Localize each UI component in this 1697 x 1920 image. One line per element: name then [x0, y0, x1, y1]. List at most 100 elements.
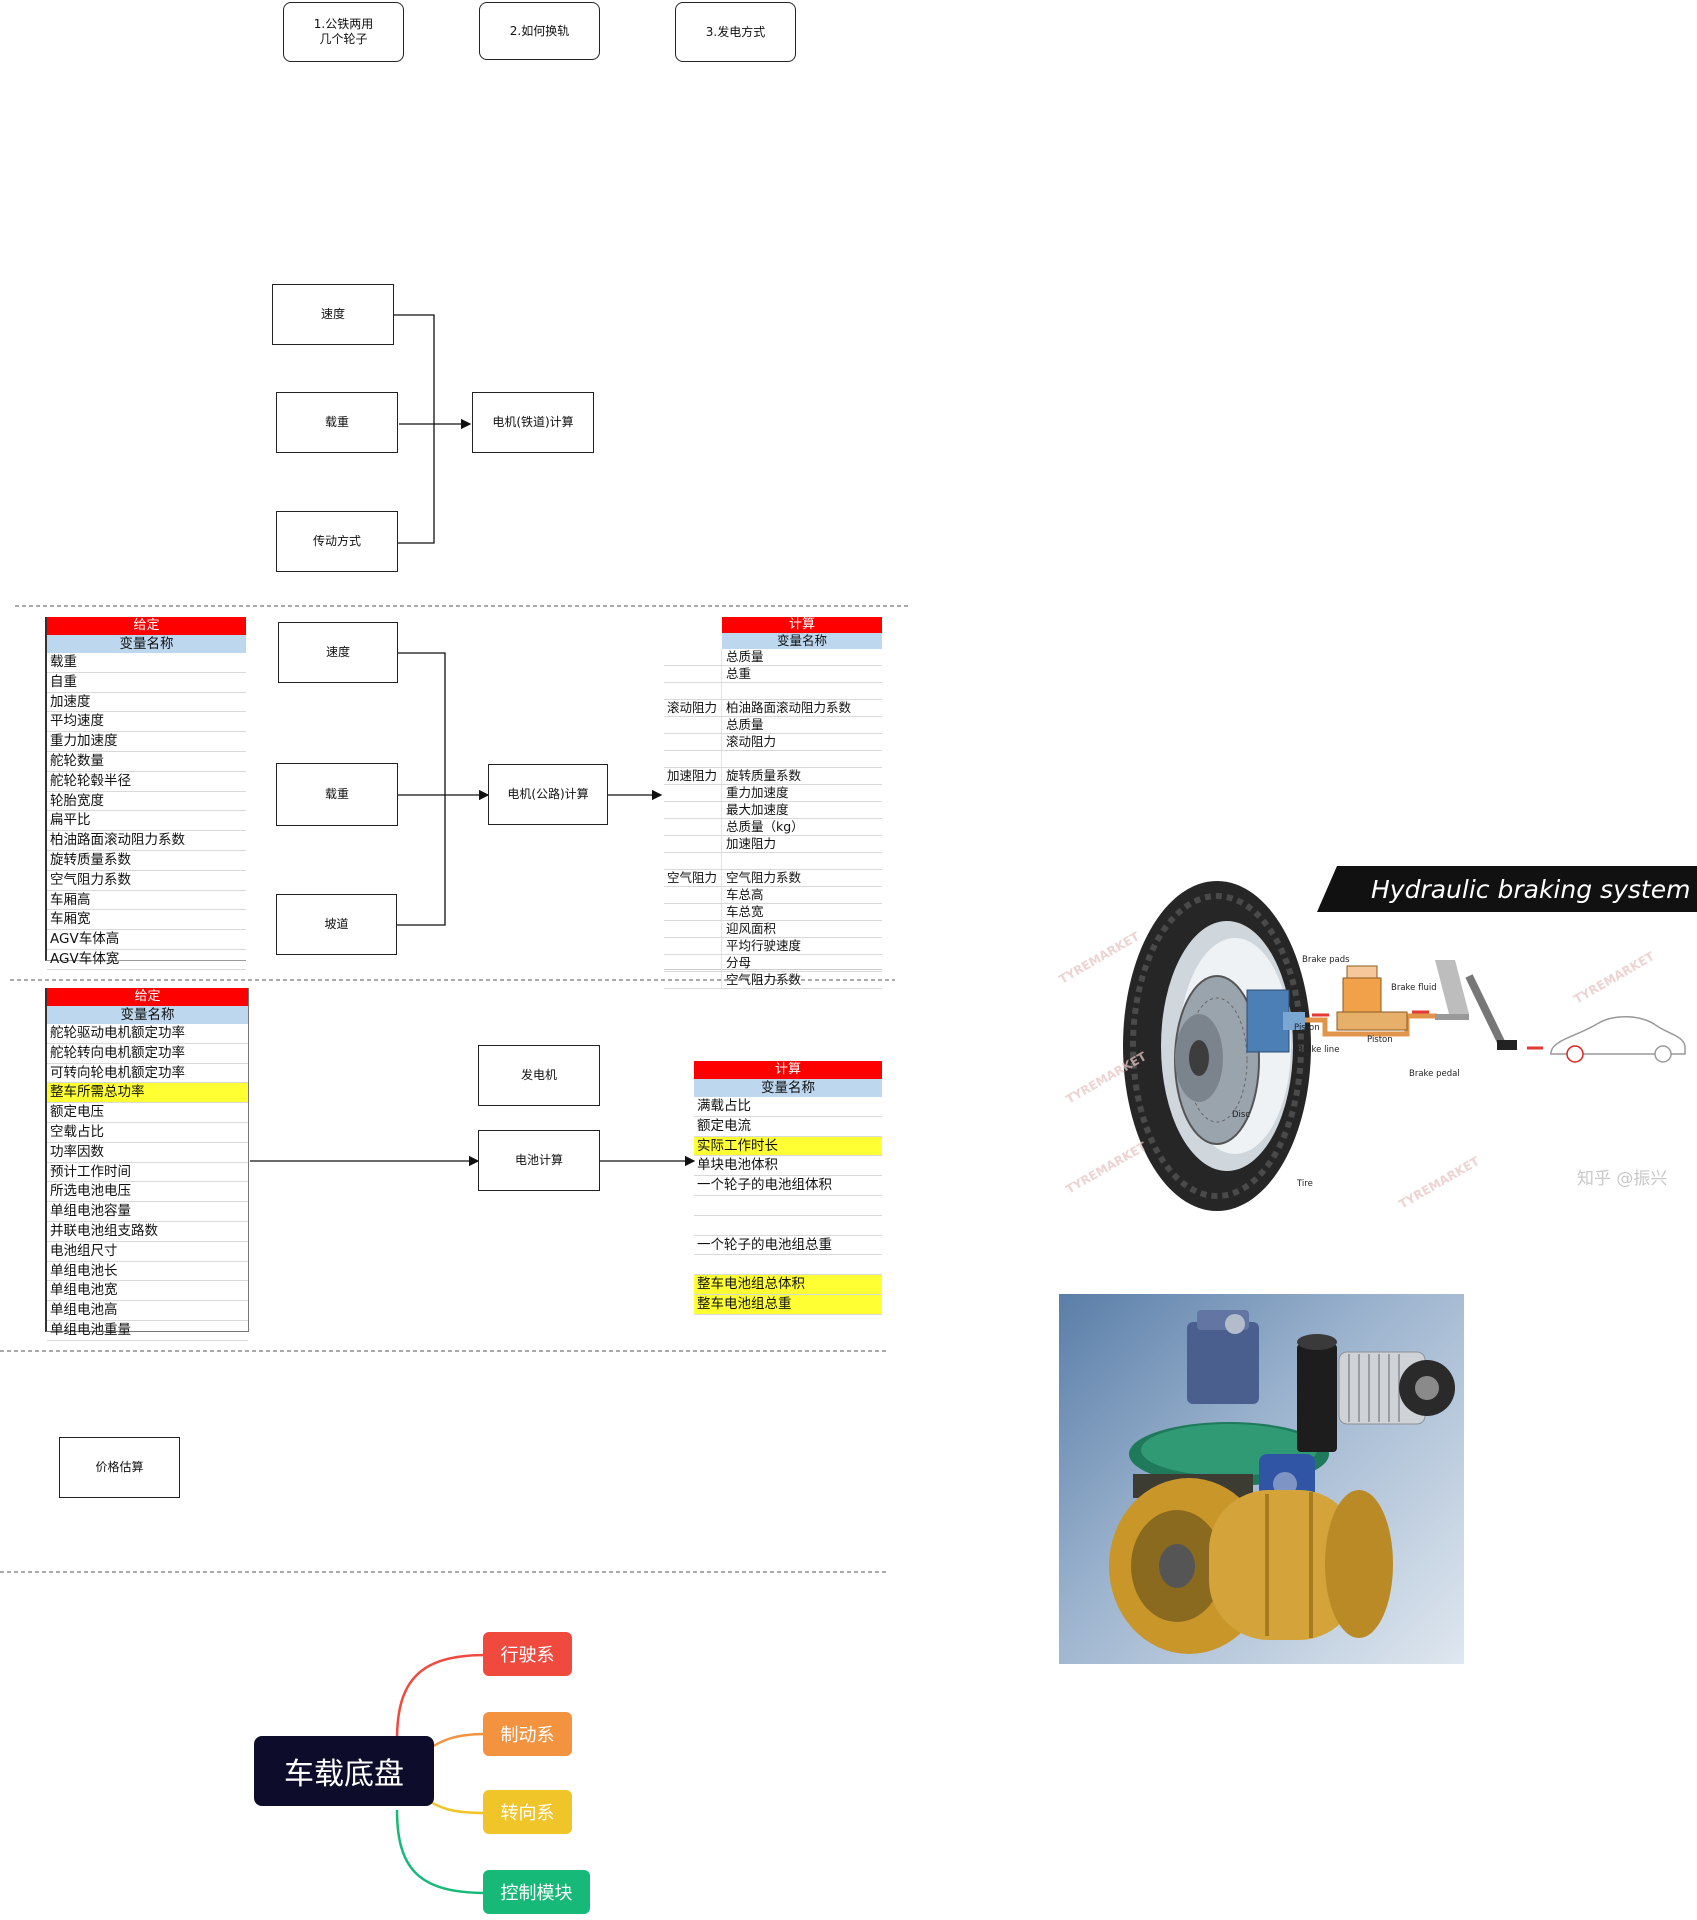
table-subheader: 变量名称	[47, 635, 246, 653]
table-row: 总质量	[664, 717, 882, 734]
table-subheader: 变量名称	[722, 633, 882, 649]
group-cell	[664, 887, 722, 903]
table-row: 分母	[664, 955, 882, 972]
group-cell	[664, 649, 722, 665]
name-cell: 滚动阻力	[726, 734, 777, 749]
table-row: 载重	[47, 653, 246, 673]
table-row: 所选电池电压	[47, 1182, 248, 1203]
brake-title: Hydraulic braking system	[1371, 875, 1690, 904]
table-row: 最大加速度	[664, 802, 882, 819]
table-header: 计算	[722, 617, 882, 633]
question-box-wheels[interactable]: 1.公铁两用 几个轮子	[283, 2, 404, 62]
rail-input-speed[interactable]: 速度	[272, 284, 394, 345]
mindmap-node-braking[interactable]: 制动系	[483, 1712, 572, 1756]
road-motor-calc[interactable]: 电机(公路)计算	[488, 764, 608, 825]
table-row: 空气阻力系数	[47, 871, 246, 891]
name-cell: 车总高	[726, 887, 764, 902]
name-cell: 重力加速度	[726, 785, 789, 800]
table-row: 平均行驶速度	[664, 938, 882, 955]
table-row: 满载占比	[694, 1097, 882, 1117]
name-cell: 分母	[726, 955, 752, 970]
table-row: 一个轮子的电池组总重	[694, 1236, 882, 1256]
group-cell	[664, 802, 722, 818]
group-cell	[664, 853, 722, 869]
price-estimate-box[interactable]: 价格估算	[59, 1437, 180, 1498]
table-row: 并联电池组支路数	[47, 1222, 248, 1242]
hydraulic-brake-image: Hydraulic braking system Brak	[1057, 864, 1697, 1215]
table-row: 扁平比	[47, 811, 246, 832]
table-row: 空气阻力系数	[664, 972, 882, 989]
table-row: 舵轮轮毂半径	[47, 772, 246, 792]
table-row: 平均速度	[47, 712, 246, 733]
table-row	[694, 1196, 882, 1216]
mindmap-node-steering[interactable]: 转向系	[483, 1790, 572, 1834]
table-row: 整车所需总功率	[47, 1083, 248, 1104]
table-row: 舵轮转向电机额定功率	[47, 1044, 248, 1064]
battery-calc-box[interactable]: 电池计算	[478, 1130, 600, 1191]
mindmap-node-driving[interactable]: 行驶系	[483, 1632, 572, 1676]
table-row: 总质量（kg）	[664, 819, 882, 836]
table-row	[694, 1255, 882, 1276]
table-row: 单块电池体积	[694, 1156, 882, 1177]
table-row: 舵轮数量	[47, 752, 246, 772]
table-row: 旋转质量系数	[47, 851, 246, 871]
rail-motor-calc[interactable]: 电机(铁道)计算	[472, 392, 594, 453]
table-row: 预计工作时间	[47, 1163, 248, 1183]
table-row: 总重	[664, 666, 882, 683]
name-cell: 柏油路面滚动阻力系数	[726, 700, 852, 715]
label-disc: Disc	[1232, 1110, 1250, 1120]
name-cell: 最大加速度	[726, 802, 789, 817]
name-cell: 总重	[726, 666, 752, 681]
label-piston-1: Piston	[1294, 1023, 1320, 1033]
group-cell: 滚动阻力	[664, 700, 722, 716]
group-cell	[664, 717, 722, 733]
group-cell	[664, 938, 722, 954]
table-row: 额定电压	[47, 1103, 248, 1123]
group-cell	[664, 785, 722, 801]
name-cell	[722, 683, 726, 699]
label-tire: Tire	[1296, 1179, 1313, 1189]
rail-connectors	[394, 314, 472, 544]
table-row: 总质量	[664, 649, 882, 666]
label-brake-fluid: Brake fluid	[1391, 983, 1437, 993]
road-input-slope[interactable]: 坡道	[276, 894, 397, 955]
rail-input-load[interactable]: 载重	[276, 392, 398, 453]
question-box-power[interactable]: 3.发电方式	[675, 2, 796, 62]
table-row: 一个轮子的电池组体积	[694, 1176, 882, 1196]
table-row: 功率因数	[47, 1143, 248, 1163]
watermark: TYREMARKET	[1057, 929, 1143, 987]
table-row: 滚动阻力柏油路面滚动阻力系数	[664, 700, 882, 717]
table-subheader: 变量名称	[47, 1006, 248, 1024]
image-credit: 知乎 @振兴	[1577, 1169, 1667, 1189]
table-row: 迎风面积	[664, 921, 882, 938]
group-cell	[664, 921, 722, 937]
name-cell: 总质量	[726, 649, 764, 664]
table-row: 加速阻力	[664, 836, 882, 853]
road-input-speed[interactable]: 速度	[278, 622, 398, 683]
table-row: 可转向轮电机额定功率	[47, 1064, 248, 1084]
generator-box[interactable]: 发电机	[478, 1045, 600, 1106]
table-row: 柏油路面滚动阻力系数	[47, 831, 246, 851]
table-subheader: 变量名称	[694, 1079, 882, 1097]
table-row: 车总高	[664, 887, 882, 904]
table-header: 给定	[47, 988, 248, 1006]
table-row: 单组电池高	[47, 1301, 248, 1321]
table-row: 轮胎宽度	[47, 792, 246, 812]
mindmap-root[interactable]: 车载底盘	[254, 1736, 434, 1806]
table-row: 车厢高	[47, 891, 246, 911]
table-row: 额定电流	[694, 1117, 882, 1137]
rail-input-transmission[interactable]: 传动方式	[276, 511, 398, 572]
drive-wheel-image	[1059, 1294, 1464, 1664]
mindmap-node-control[interactable]: 控制模块	[483, 1870, 590, 1914]
question-box-rail-switch[interactable]: 2.如何换轨	[479, 2, 600, 60]
table-row: 整车电池组总体积	[694, 1275, 882, 1295]
name-cell	[722, 853, 726, 869]
name-cell: 总质量（kg）	[726, 819, 804, 834]
name-cell: 加速阻力	[726, 836, 777, 851]
label-piston-2: Piston	[1367, 1035, 1393, 1045]
table-row	[664, 751, 882, 768]
group-cell	[664, 972, 722, 988]
group-cell: 加速阻力	[664, 768, 722, 784]
road-input-load[interactable]: 载重	[276, 763, 398, 826]
